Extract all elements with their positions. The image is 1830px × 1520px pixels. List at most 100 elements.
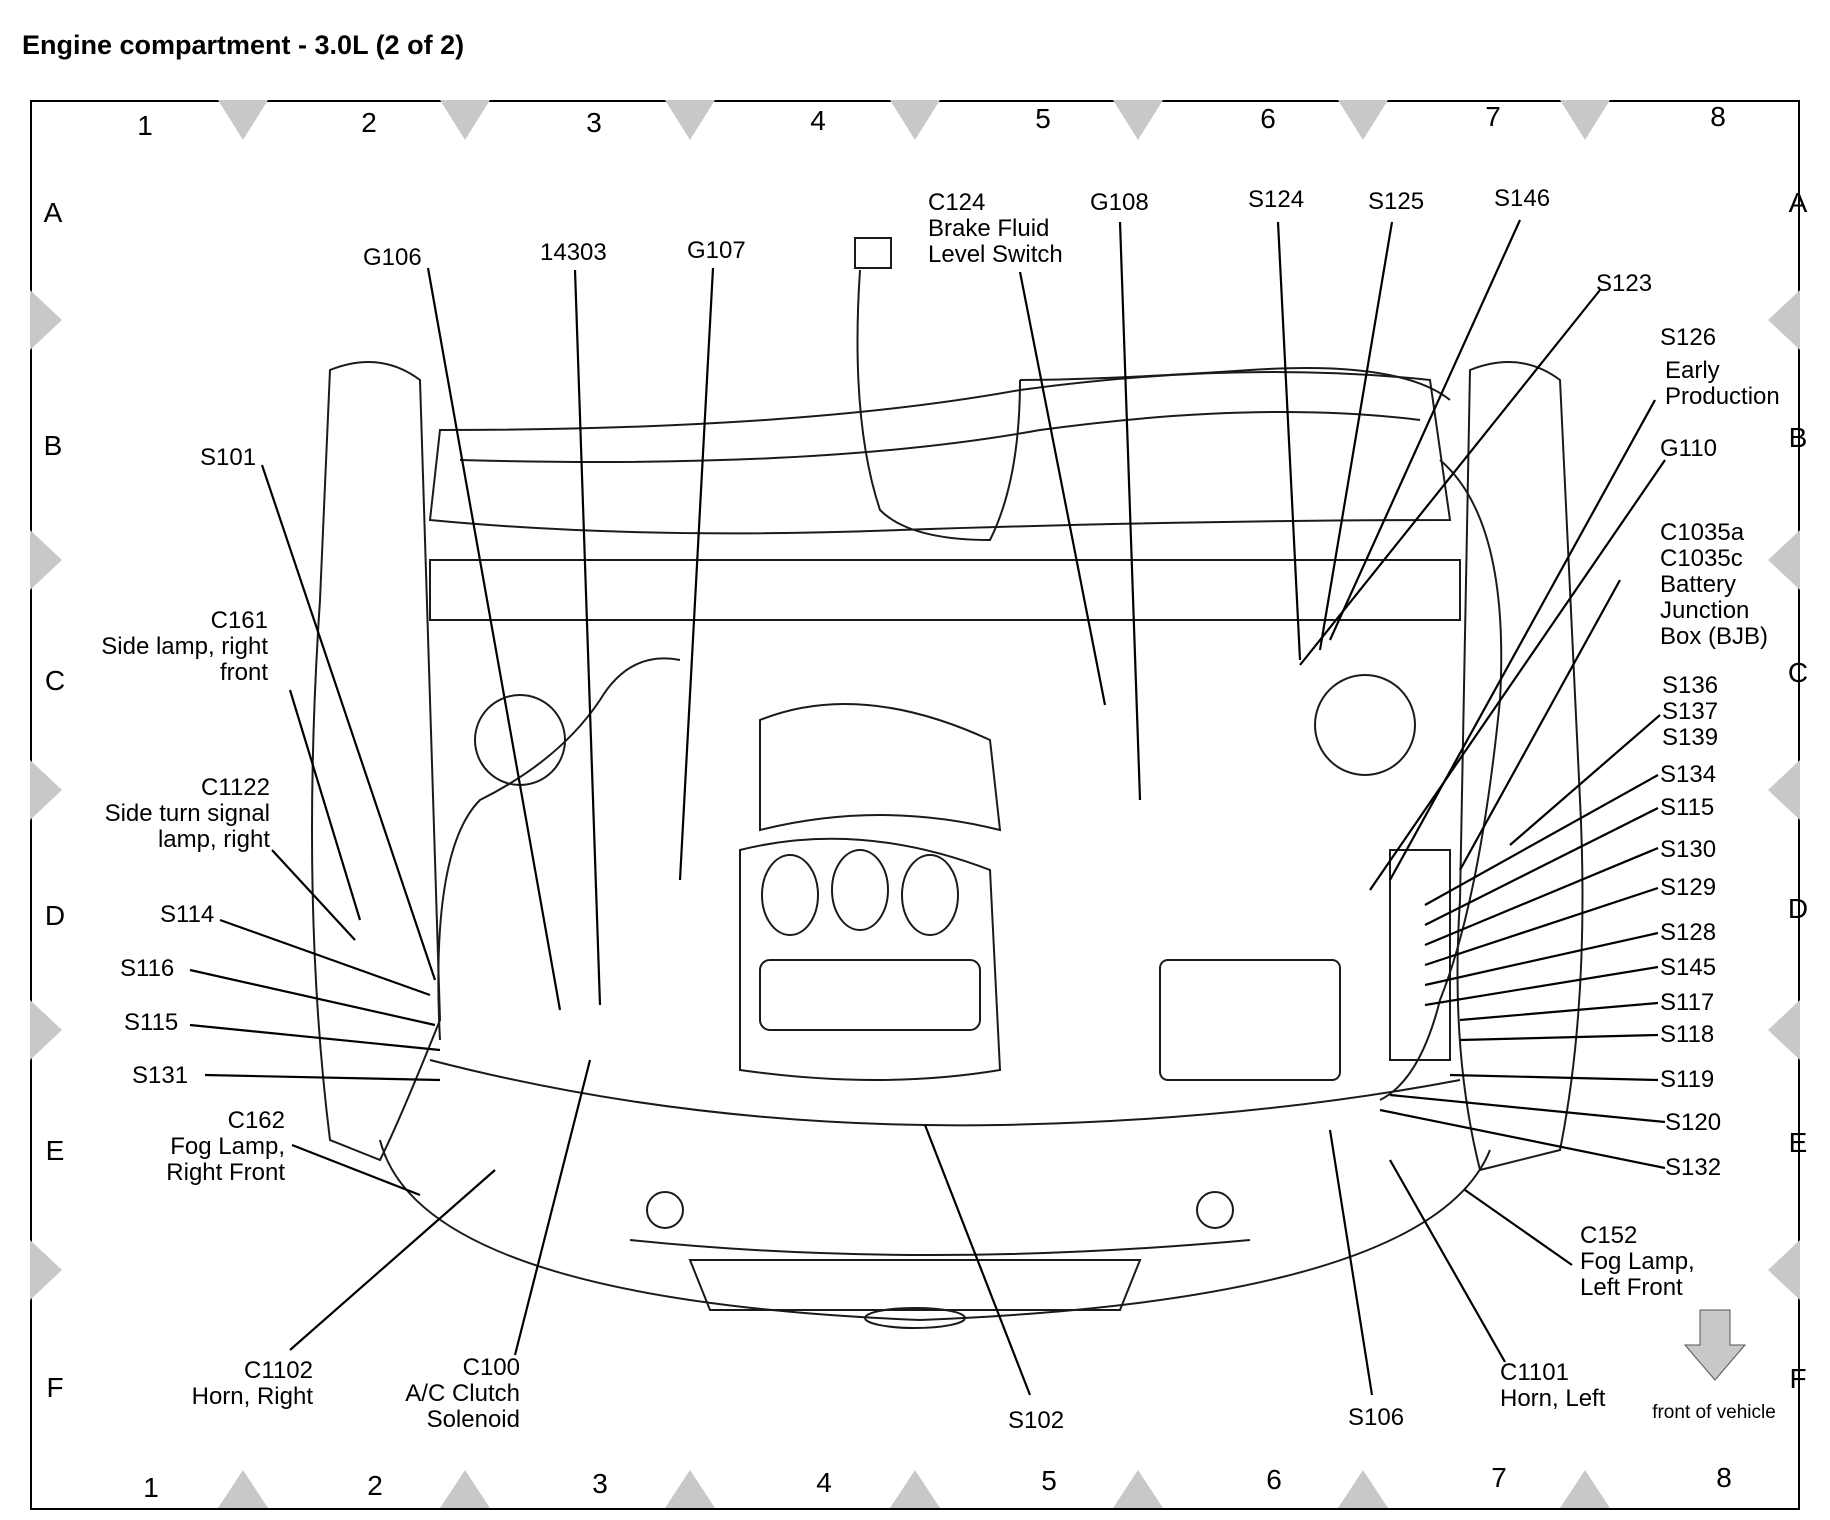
label-c1035-line3: Battery bbox=[1660, 571, 1736, 598]
leader-14303 bbox=[573, 269, 602, 1006]
grid-row-labels-right: A B C D E F bbox=[1788, 187, 1808, 1394]
leader-s115l bbox=[189, 1023, 441, 1052]
grid-row-right: D bbox=[1788, 893, 1808, 924]
leader-c124 bbox=[1018, 271, 1107, 706]
leader-s131 bbox=[204, 1073, 441, 1082]
leader-s126 bbox=[1389, 399, 1656, 881]
grid-row-left: E bbox=[46, 1135, 65, 1166]
label-c162-line1: C162 bbox=[228, 1107, 285, 1134]
leader-s129 bbox=[1424, 886, 1659, 967]
label-s146: S146 bbox=[1494, 185, 1550, 212]
leader-s118 bbox=[1459, 1033, 1659, 1042]
label-s120: S120 bbox=[1665, 1109, 1721, 1136]
grid-row-right: E bbox=[1789, 1127, 1808, 1158]
label-c1122-line2: Side turn signal bbox=[105, 800, 270, 827]
grid-row-left: C bbox=[45, 665, 65, 696]
leader-g107 bbox=[678, 267, 715, 881]
label-c1102-line2: Horn, Right bbox=[192, 1383, 314, 1410]
leader-s128 bbox=[1424, 931, 1659, 987]
label-c1035-line1: C1035a bbox=[1660, 519, 1745, 546]
label-s124: S124 bbox=[1248, 186, 1304, 213]
grid-col-bottom: 1 bbox=[143, 1472, 159, 1503]
label-c1122-line3: lamp, right bbox=[158, 826, 270, 853]
radiator-support bbox=[429, 559, 1461, 621]
fog-lamp-right bbox=[646, 1191, 684, 1229]
leader-c161 bbox=[288, 689, 362, 921]
leader-s145 bbox=[1424, 965, 1659, 1007]
label-s126-line3: Production bbox=[1665, 383, 1780, 410]
label-s106: S106 bbox=[1348, 1404, 1404, 1431]
leader-lines bbox=[189, 219, 1666, 1396]
leader-s120 bbox=[1389, 1093, 1666, 1124]
grid-col-bottom: 2 bbox=[367, 1470, 383, 1501]
right-headlamp bbox=[474, 694, 566, 786]
label-c152-line2: Fog Lamp, bbox=[1580, 1248, 1695, 1275]
grid-column-labels-top: 1 2 3 4 5 6 7 8 bbox=[137, 101, 1726, 141]
label-14303: 14303 bbox=[540, 239, 607, 266]
label-c162-line3: Right Front bbox=[166, 1159, 285, 1186]
label-s125: S125 bbox=[1368, 188, 1424, 215]
zone-marker bbox=[218, 100, 268, 140]
label-c124-line1: C124 bbox=[928, 189, 985, 216]
leader-s115r bbox=[1424, 807, 1659, 926]
wiring-harness-top bbox=[1019, 367, 1451, 401]
leader-s134 bbox=[1424, 774, 1659, 906]
grid-col-bottom: 5 bbox=[1041, 1465, 1057, 1496]
label-c1035-line5: Box (BJB) bbox=[1660, 623, 1768, 650]
leader-s119 bbox=[1449, 1073, 1659, 1082]
leader-s123 bbox=[1299, 289, 1601, 666]
label-g108: G108 bbox=[1090, 189, 1149, 216]
battery bbox=[1389, 849, 1451, 1061]
leader-s146 bbox=[1328, 219, 1522, 641]
zone-marker bbox=[1113, 100, 1163, 140]
leader-g106 bbox=[426, 267, 562, 1011]
grid-col-bottom: 8 bbox=[1716, 1462, 1732, 1493]
label-s116: S116 bbox=[120, 955, 174, 982]
zone-marker bbox=[1768, 1000, 1800, 1060]
label-s115-left-side: S115 bbox=[1660, 794, 1714, 821]
label-c152-line3: Left Front bbox=[1580, 1274, 1683, 1301]
label-c152-line1: C152 bbox=[1580, 1222, 1637, 1249]
leader-s117 bbox=[1459, 1001, 1659, 1022]
label-s129: S129 bbox=[1660, 874, 1716, 901]
grid-row-right: C bbox=[1788, 657, 1808, 688]
zone-marker bbox=[1560, 1470, 1610, 1508]
label-s126-line1: S126 bbox=[1660, 324, 1716, 351]
label-s139: S139 bbox=[1662, 724, 1718, 751]
zone-marker bbox=[440, 100, 490, 140]
label-s126-line2: Early bbox=[1665, 357, 1720, 384]
zone-marker bbox=[30, 290, 62, 350]
engine-cover bbox=[759, 959, 981, 1031]
label-c161-line1: C161 bbox=[211, 607, 268, 634]
grid-row-right: B bbox=[1789, 422, 1808, 453]
label-c100-line2: A/C Clutch bbox=[405, 1380, 520, 1407]
label-c162-line2: Fog Lamp, bbox=[170, 1133, 285, 1160]
label-g110: G110 bbox=[1660, 435, 1717, 462]
grid-col-bottom: 7 bbox=[1491, 1462, 1507, 1493]
label-c161-line2: Side lamp, right bbox=[101, 633, 268, 660]
intake-runner bbox=[901, 854, 959, 936]
air-intake bbox=[759, 703, 1002, 832]
zone-marker bbox=[1338, 100, 1388, 140]
zone-marker bbox=[30, 1240, 62, 1300]
label-s131: S131 bbox=[132, 1062, 188, 1089]
label-s114: S114 bbox=[160, 901, 214, 928]
label-s117: S117 bbox=[1660, 989, 1714, 1016]
grid-row-labels-left: A B C D E F bbox=[44, 197, 65, 1403]
label-s102: S102 bbox=[1008, 1407, 1064, 1434]
grid-col-top: 7 bbox=[1485, 101, 1501, 132]
label-c1101-line2: Horn, Left bbox=[1500, 1385, 1606, 1412]
label-c1102-line1: C1102 bbox=[244, 1357, 313, 1384]
zone-marker bbox=[665, 100, 715, 140]
zone-marker bbox=[1768, 760, 1800, 820]
grid-col-top: 8 bbox=[1710, 101, 1726, 132]
zone-marker bbox=[890, 100, 940, 140]
leader-s136 bbox=[1509, 714, 1661, 846]
zone-marker bbox=[440, 1470, 490, 1508]
label-s119: S119 bbox=[1660, 1066, 1714, 1093]
leader-s125 bbox=[1318, 221, 1394, 651]
grid-col-top: 3 bbox=[586, 107, 602, 138]
label-s118: S118 bbox=[1660, 1021, 1714, 1048]
label-c100-line3: Solenoid bbox=[427, 1406, 520, 1433]
label-s137: S137 bbox=[1662, 698, 1718, 725]
